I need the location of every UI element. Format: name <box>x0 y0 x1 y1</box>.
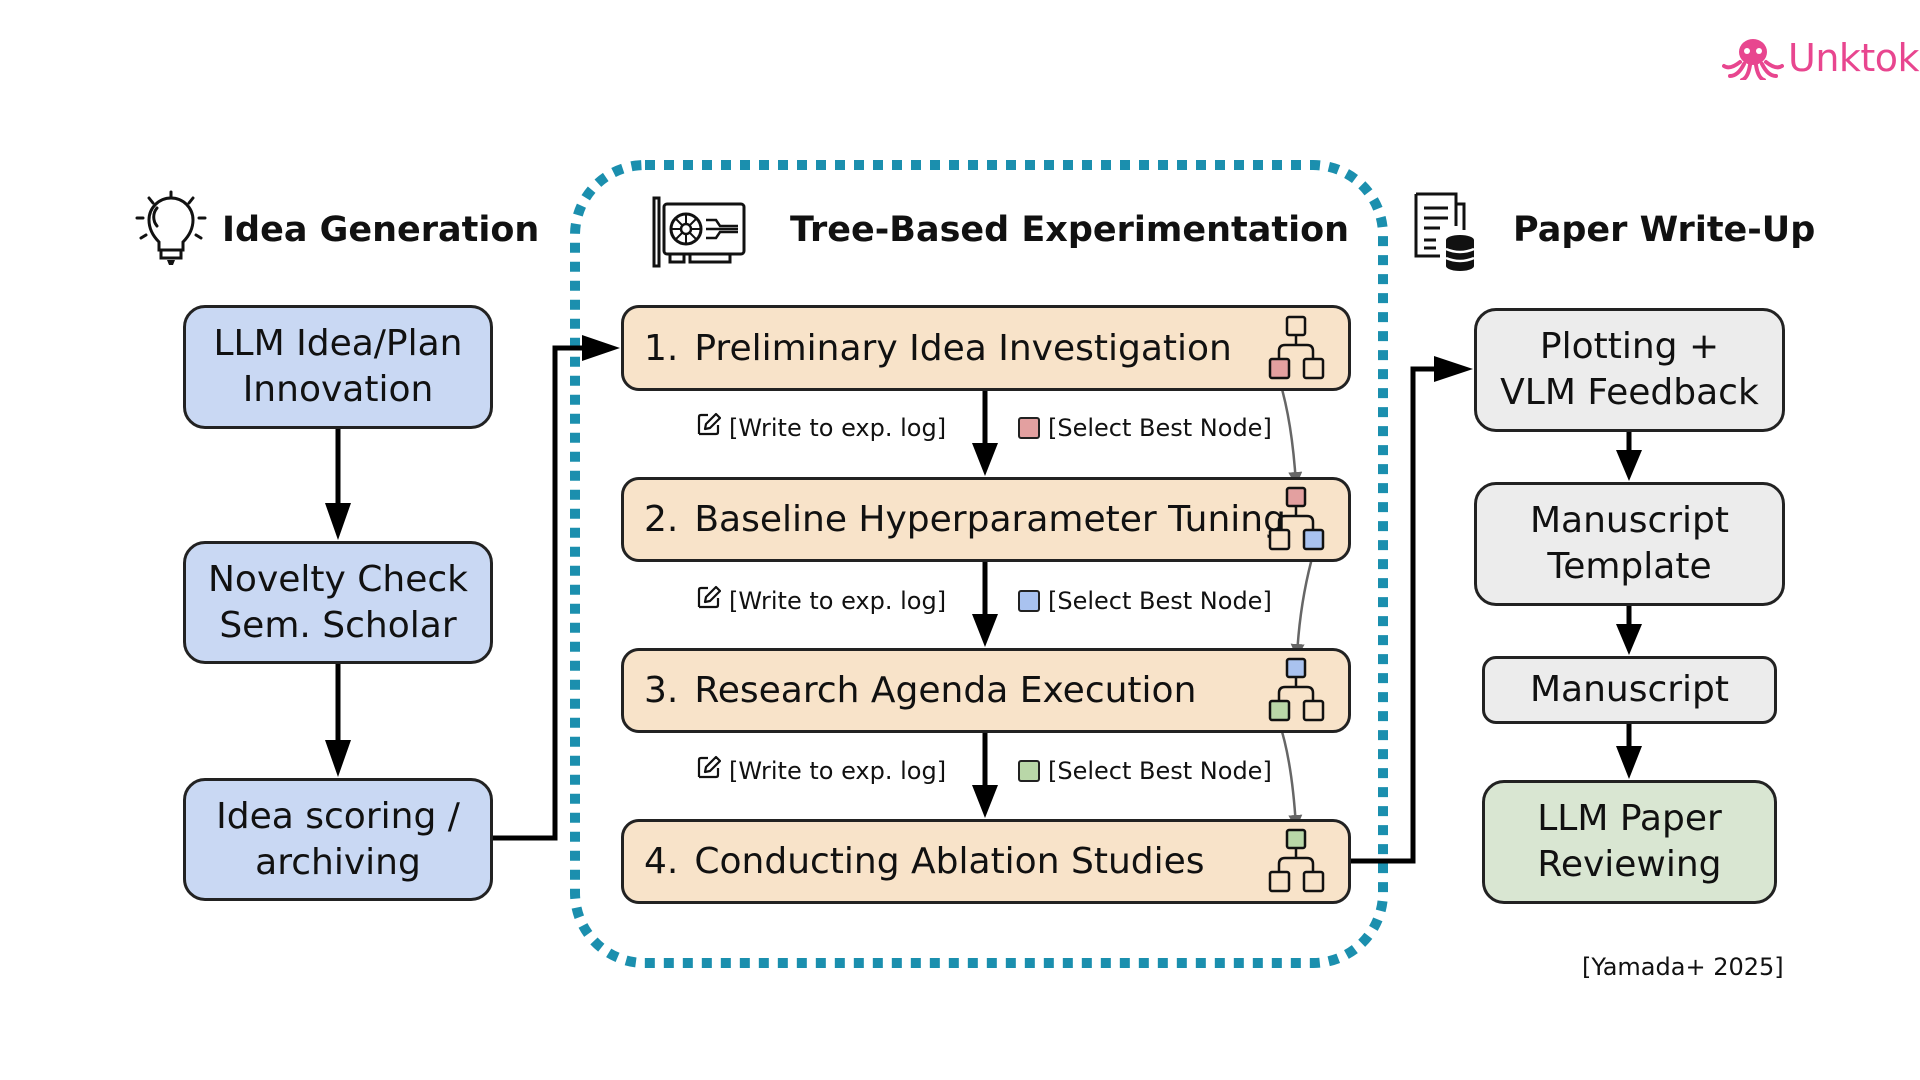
writeup-arrow-2 <box>1616 605 1642 655</box>
idea-arrow-2 <box>325 663 351 777</box>
tree-node-best <box>1268 357 1291 380</box>
step-number: 3. <box>644 670 679 711</box>
step-number: 4. <box>644 841 679 882</box>
step-label: Preliminary Idea Investigation <box>694 327 1232 369</box>
box-line: Novelty Check <box>207 558 468 600</box>
edit-pencil-icon <box>695 412 722 444</box>
edit-pencil-icon <box>695 755 722 787</box>
edit-pencil-icon <box>695 585 722 617</box>
octopus-icon <box>1722 39 1784 80</box>
step-arrow-1 <box>972 390 998 476</box>
box-line: VLM Feedback <box>1500 372 1759 413</box>
step-number: 2. <box>644 499 679 540</box>
select-best-note-2: [Select Best Node] <box>1018 587 1272 615</box>
lightbulb-icon <box>135 190 207 275</box>
box-line: Plotting + <box>1539 326 1720 367</box>
tree-node-best <box>1268 699 1291 722</box>
idea-to-experiment-arrow <box>492 335 620 841</box>
tree-icon-step-1 <box>1268 315 1325 380</box>
select-best-label: [Select Best Node] <box>1048 757 1272 785</box>
select-best-label: [Select Best Node] <box>1048 587 1272 615</box>
box-line: Template <box>1547 546 1712 587</box>
paper-writeup-title: Paper Write-Up <box>1513 210 1816 250</box>
gpu-card-icon <box>650 196 748 273</box>
select-best-note-3: [Select Best Node] <box>1018 757 1272 785</box>
best-node-swatch-green <box>1018 760 1040 782</box>
writeup-box-plotting: Plotting + VLM Feedback <box>1474 308 1785 432</box>
tree-icon-step-3 <box>1268 657 1325 722</box>
step-label: Baseline Hyperparameter Tuning <box>694 499 1286 540</box>
writeup-box-manuscript: Manuscript <box>1482 656 1777 724</box>
write-log-note-3: [Write to exp. log] <box>695 755 946 787</box>
idea-box-scoring: Idea scoring /archiving <box>183 778 493 901</box>
tree-icon-step-4 <box>1268 828 1325 893</box>
experimentation-container <box>570 160 1388 968</box>
idea-arrow-1 <box>325 428 351 540</box>
step-label: Conducting Ablation Studies <box>694 841 1205 882</box>
experiment-to-writeup-arrow <box>1350 356 1473 864</box>
box-line: Reviewing <box>1537 844 1722 885</box>
brand-logo: Unktok <box>1722 36 1920 80</box>
brand-name: Unktok <box>1788 36 1920 80</box>
box-line: archiving <box>255 841 421 883</box>
writeup-arrow-1 <box>1616 431 1642 481</box>
write-log-note-1: [Write to exp. log] <box>695 412 946 444</box>
writeup-arrow-3 <box>1616 723 1642 779</box>
step-label: Research Agenda Execution <box>694 670 1197 711</box>
box-line: Sem. Scholar <box>219 604 457 646</box>
citation: [Yamada+ 2025] <box>1582 953 1784 981</box>
write-log-label: [Write to exp. log] <box>729 587 947 615</box>
box-line: LLM Paper <box>1537 798 1722 839</box>
step-arrow-3 <box>972 732 998 818</box>
best-node-swatch-red <box>1018 417 1040 439</box>
tree-node-best <box>1302 528 1325 551</box>
step-arrow-2 <box>972 561 998 647</box>
select-best-note-1: [Select Best Node] <box>1018 414 1272 442</box>
box-line: Innovation <box>242 369 434 410</box>
experimentation-title: Tree-Based Experimentation <box>790 210 1350 250</box>
document-database-icon <box>1410 190 1482 279</box>
box-line: Manuscript <box>1529 500 1730 541</box>
tree-icon-step-2 <box>1268 486 1325 551</box>
step-1-preliminary-investigation: 1. Preliminary Idea Investigation <box>621 305 1351 391</box>
box-line: LLM Idea/Plan <box>213 323 463 364</box>
write-log-label: [Write to exp. log] <box>729 757 947 785</box>
step-3-research-agenda: 3. Research Agenda Execution <box>621 648 1351 733</box>
step-4-ablation-studies: 4. Conducting Ablation Studies <box>621 819 1351 904</box>
idea-generation-title: Idea Generation <box>222 210 540 250</box>
box-line: Idea scoring / <box>216 795 460 837</box>
select-best-label: [Select Best Node] <box>1048 414 1272 442</box>
step-number: 1. <box>644 327 679 369</box>
best-node-swatch-blue <box>1018 590 1040 612</box>
write-log-label: [Write to exp. log] <box>729 414 947 442</box>
step-2-baseline-tuning: 2. Baseline Hyperparameter Tuning <box>621 477 1351 562</box>
box-line: Manuscript <box>1529 669 1730 710</box>
write-log-note-2: [Write to exp. log] <box>695 585 946 617</box>
